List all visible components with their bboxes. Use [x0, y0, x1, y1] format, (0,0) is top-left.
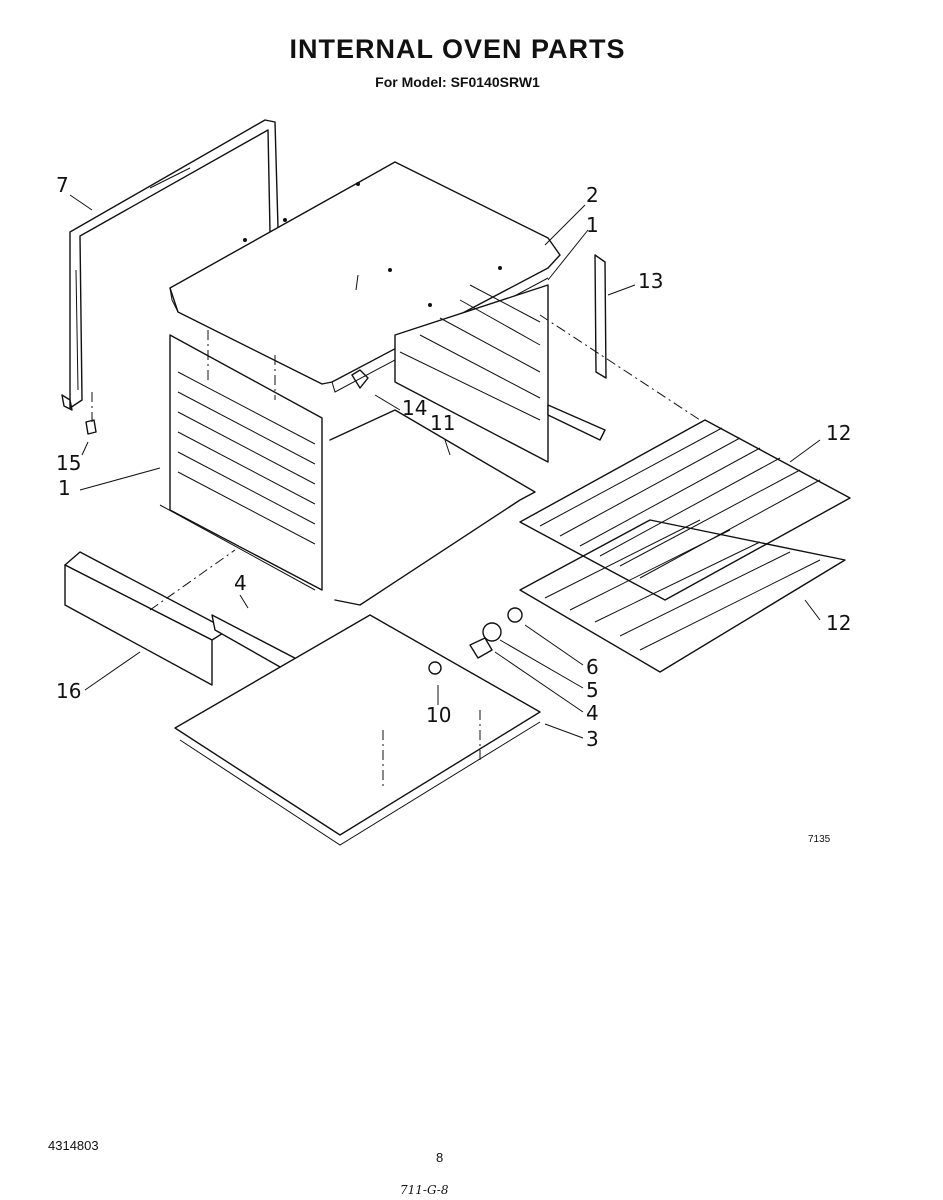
- callout-13: 13: [638, 269, 663, 293]
- callout-2: 2: [586, 183, 599, 207]
- callout-12-top: 12: [826, 421, 851, 445]
- callout-15: 15: [56, 451, 81, 475]
- callout-16: 16: [56, 679, 81, 703]
- callout-4-left: 4: [234, 571, 247, 595]
- callout-14: 14: [402, 396, 427, 420]
- callout-7: 7: [56, 173, 69, 197]
- document-number: 4314803: [48, 1138, 99, 1153]
- callout-3: 3: [586, 727, 599, 751]
- right-side-panel: [394, 284, 606, 463]
- bottom-panel: [329, 409, 536, 606]
- oven-rack-upper: [519, 419, 851, 601]
- rear-panel: [61, 119, 279, 411]
- bracket-small: [469, 637, 493, 659]
- model-subtitle: For Model: SF0140SRW1: [375, 74, 540, 90]
- washer: [482, 622, 502, 642]
- trim-strip: [594, 254, 607, 379]
- callout-11: 11: [430, 411, 455, 435]
- callout-6: 6: [586, 655, 599, 679]
- page-number: 8: [436, 1150, 444, 1165]
- callout-5: 5: [586, 678, 599, 702]
- nut: [428, 661, 442, 675]
- oven-bottom: [174, 614, 541, 846]
- leader-lines: [69, 194, 821, 739]
- callout-12-bottom: 12: [826, 611, 851, 635]
- fitting: [507, 607, 523, 623]
- bracket: [351, 369, 369, 389]
- callout-1-right: 1: [586, 213, 599, 237]
- handwritten-note: 711-G-8: [400, 1183, 449, 1197]
- callout-4-bottom: 4: [586, 701, 599, 725]
- clip: [85, 419, 97, 435]
- callout-1-left: 1: [58, 476, 71, 500]
- callout-10: 10: [426, 703, 451, 727]
- page-title: INTERNAL OVEN PARTS: [289, 34, 626, 64]
- oven-rack-lower: [519, 519, 846, 673]
- left-side-panel: [159, 334, 323, 591]
- figure-id: 7135: [808, 834, 831, 845]
